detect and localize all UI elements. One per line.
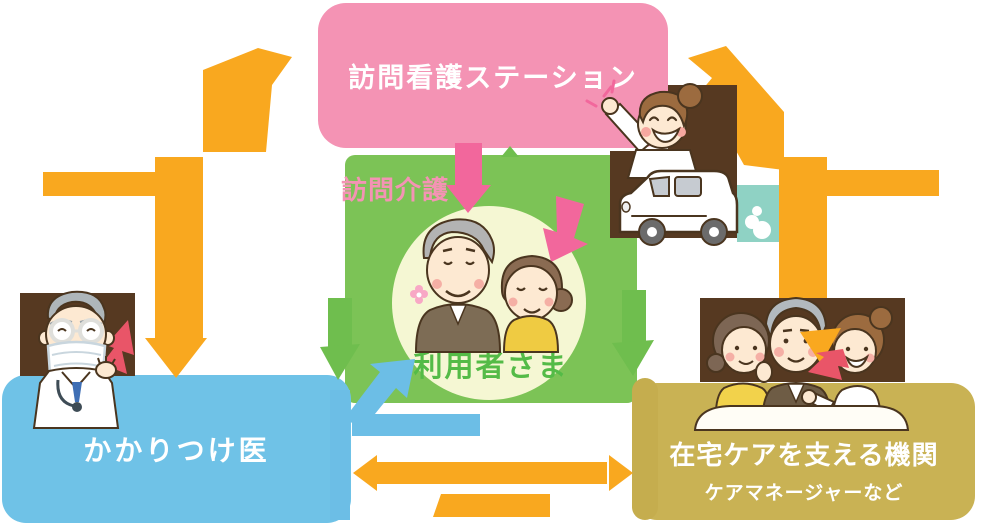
orange-arrowhead-right-icon	[800, 328, 841, 364]
doctor-label: かかりつけ医	[83, 435, 270, 466]
exhaust-puff-icon	[737, 185, 783, 242]
user-label: 利用者さま	[413, 351, 569, 383]
agency-box: 在宅ケアを支える機関 ケアマネージャーなど	[633, 383, 975, 520]
agency-sublabel: ケアマネージャーなど	[704, 483, 904, 504]
agency-label: 在宅ケアを支える機関	[669, 440, 939, 470]
orange-connector-right-icon	[688, 46, 939, 310]
double-arrow-icon	[353, 455, 633, 517]
station-label: 訪問看護ステーション	[348, 63, 638, 93]
red-arrow-left-icon	[102, 320, 134, 374]
red-arrow-right-icon	[808, 349, 849, 380]
station-box: 訪問看護ステーション	[318, 3, 668, 148]
homecare-label: 訪問介護	[341, 175, 450, 205]
orange-connector-left-icon	[43, 48, 292, 378]
doctor-box: かかりつけ医	[2, 375, 351, 523]
